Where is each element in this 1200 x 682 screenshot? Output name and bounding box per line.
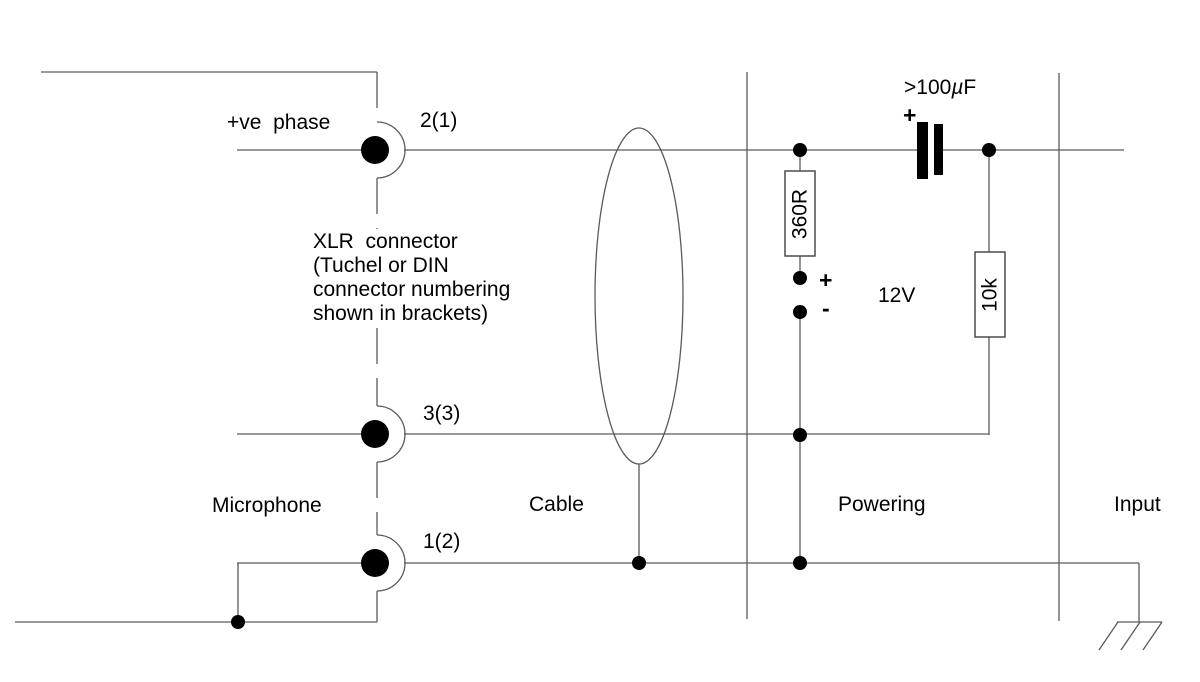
supply-plus-sign: + — [819, 267, 833, 293]
resistor-360R-label: 360R — [788, 188, 812, 240]
section-label-input: Input — [1114, 493, 1161, 516]
capacitor-value-label: >100µF — [904, 76, 976, 100]
phase-label: +ve phase — [227, 111, 331, 134]
pin2-contact — [361, 136, 389, 164]
capacitor-plate-negative — [934, 124, 943, 175]
xlr-connector-note: XLR connector (Tuchel or DIN connector n… — [310, 229, 514, 327]
resistor-10k-box — [974, 251, 1006, 338]
section-label-cable: Cable — [529, 493, 584, 516]
xlr-note-line: (Tuchel or DIN — [313, 254, 449, 277]
pin3-contact — [361, 420, 389, 448]
capacitor-icon — [917, 122, 943, 179]
capacitor-plus-sign: + — [903, 102, 917, 128]
resistor-360R-box — [784, 170, 816, 257]
resistor-10k-label: 10k — [978, 278, 1002, 312]
ground-icon — [1098, 621, 1163, 651]
junction-dot — [793, 556, 807, 570]
capacitor-value-prefix: >100 — [904, 76, 952, 99]
capacitor-mu: µ — [951, 76, 964, 99]
junction-dot — [793, 428, 807, 442]
cable-shield-ellipse — [594, 127, 684, 465]
pin3-label: 3(3) — [423, 402, 461, 425]
xlr-pin-contacts — [361, 136, 389, 577]
pin1-label: 1(2) — [423, 530, 461, 553]
supply-voltage-label: 12V — [878, 284, 916, 307]
section-label-microphone: Microphone — [212, 494, 322, 517]
section-label-powering: Powering — [838, 493, 926, 516]
junction-dot — [793, 143, 807, 157]
xlr-note-line: XLR connector — [313, 230, 458, 253]
pin1-contact — [361, 549, 389, 577]
xlr-note-line: connector numbering — [313, 278, 511, 301]
pin2-label: 2(1) — [420, 109, 458, 132]
supply-positive-terminal-dot — [793, 271, 807, 285]
capacitor-plate-positive — [917, 122, 928, 179]
xlr-note-line: shown in brackets) — [313, 302, 489, 325]
junction-dots — [231, 143, 996, 629]
junction-dot — [231, 615, 245, 629]
junction-dot — [632, 556, 646, 570]
supply-minus-sign: - — [822, 295, 830, 321]
supply-negative-terminal-dot — [793, 305, 807, 319]
junction-dot — [982, 143, 996, 157]
capacitor-value-suffix: F — [963, 76, 977, 99]
